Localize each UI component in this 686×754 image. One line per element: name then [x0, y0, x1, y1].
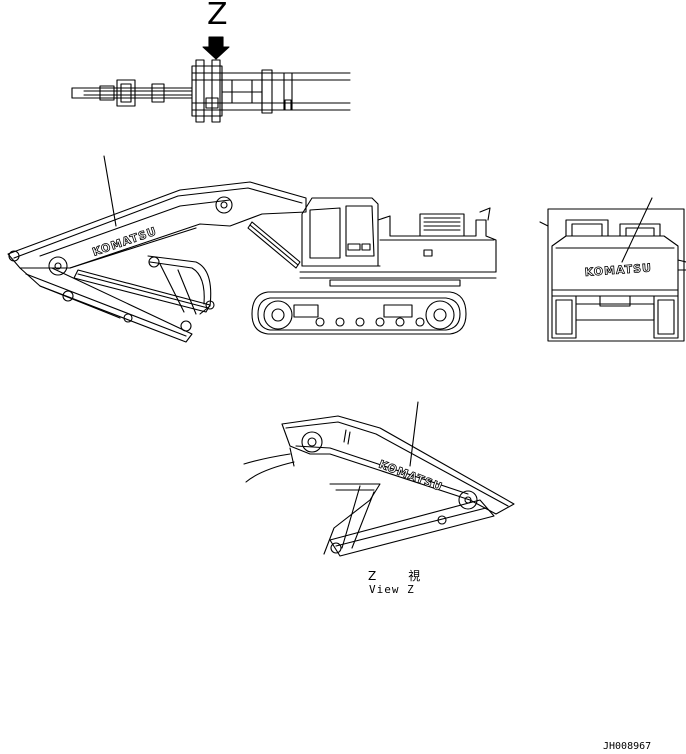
rear-view-logo: KOMATSU: [584, 261, 653, 279]
down-arrow-icon: [203, 37, 229, 59]
view-marker-letter: Z: [207, 0, 228, 32]
part-number: JH008967: [603, 741, 652, 752]
top-view-arm: [72, 37, 350, 122]
view-caption-english: View Z: [369, 583, 415, 596]
logo-text-rear: KOMATSU: [584, 261, 652, 279]
side-view-excavator: [8, 156, 496, 342]
view-caption-japanese: Z 視: [368, 569, 431, 583]
view-z-detail: [244, 402, 514, 556]
rear-view-excavator: [540, 198, 686, 341]
